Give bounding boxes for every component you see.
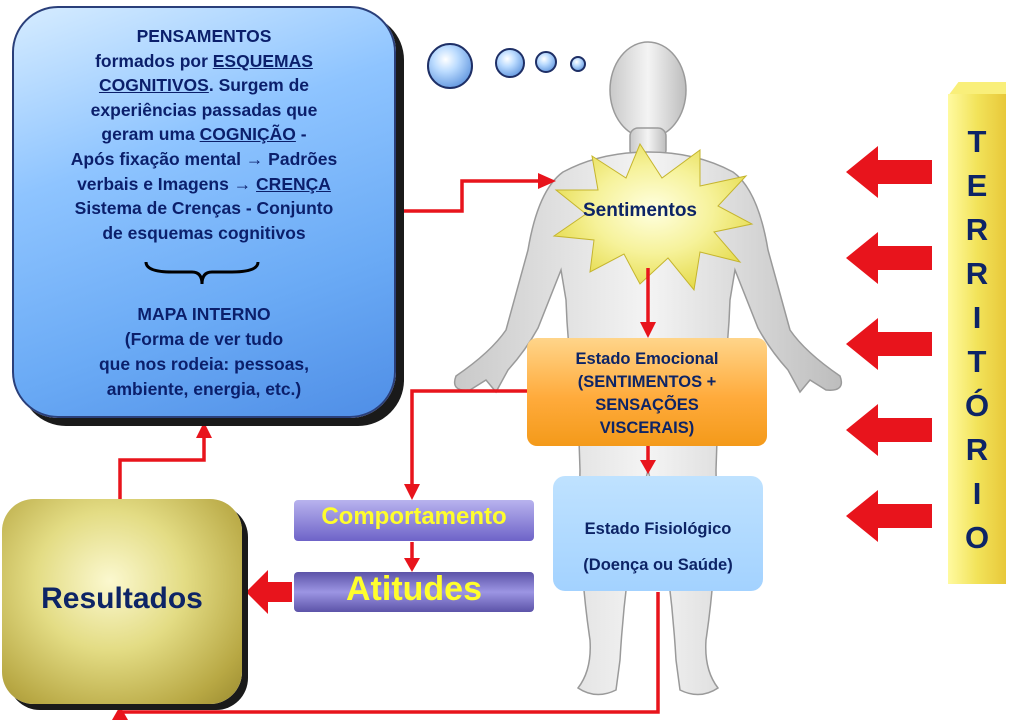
- territorio-letter: R: [965, 212, 989, 247]
- estado-emocional-box: [527, 338, 767, 446]
- pensamentos-line: PENSAMENTOS: [136, 26, 272, 46]
- pensamentos-box: [12, 6, 396, 418]
- territorio-letter: R: [965, 432, 989, 467]
- territorio-letter: Ó: [964, 388, 990, 423]
- comportamento-label: Comportamento: [321, 503, 507, 530]
- territorio-letter: I: [972, 476, 982, 511]
- mapa-line: que nos rodeia: pessoas,: [98, 354, 310, 374]
- thought-bubble-large: [427, 43, 473, 89]
- mapa-line: ambiente, energia, etc.): [106, 379, 302, 399]
- curly-brace-icon: [144, 261, 260, 285]
- crenca-term: CRENÇA: [256, 173, 331, 194]
- pensamentos-line: Após fixação mental → Padrões: [70, 148, 338, 169]
- estado-fisiologico-title: Estado Fisiológico: [584, 520, 732, 538]
- mapa-line: (Forma de ver tudo: [124, 329, 284, 349]
- mapa-interno-text: MAPA INTERNO (Forma de ver tudo que nos …: [22, 302, 386, 402]
- pensamentos-line: Sistema de Crenças - Conjunto: [74, 198, 334, 219]
- emocional-line: Estado Emocional: [575, 350, 719, 368]
- pensamentos-line: formados por: [95, 50, 213, 71]
- territorio-letter: R: [965, 256, 989, 291]
- emocional-line: VISCERAIS): [599, 419, 695, 437]
- territorio-letter: T: [967, 344, 987, 379]
- estado-emocional-text: Estado Emocional (SENTIMENTOS + SENSAÇÕE…: [527, 348, 767, 440]
- pensamentos-line: verbais e Imagens →: [77, 173, 257, 194]
- estado-fisiologico-subtitle: (Doença ou Saúde): [583, 556, 733, 574]
- thought-bubble-medium: [495, 48, 525, 78]
- territorio-letter: T: [967, 124, 987, 159]
- estado-fisiologico-box: [553, 476, 763, 591]
- territorio-letter: I: [972, 300, 982, 335]
- comportamento-box: [294, 500, 534, 541]
- resultados-box: [2, 499, 242, 704]
- territorio-bar-top: [948, 82, 1006, 96]
- emocional-line: SENSAÇÕES: [595, 396, 699, 414]
- emocional-line: (SENTIMENTOS +: [577, 373, 717, 391]
- pensamentos-text: PENSAMENTOS formados por ESQUEMAS COGNIT…: [22, 24, 386, 245]
- territorio-bar: [948, 94, 1006, 584]
- pensamentos-line: geram uma: [101, 124, 200, 145]
- cognitivos-term: COGNITIVOS: [98, 75, 209, 96]
- sentimentos-starburst: [552, 142, 754, 292]
- territorio-letter: O: [964, 520, 990, 555]
- pensamentos-line: experiências passadas que: [90, 99, 318, 120]
- sentimentos-label: Sentimentos: [582, 200, 698, 221]
- pensamentos-line: . Surgem de: [208, 75, 310, 96]
- mapa-line: MAPA INTERNO: [137, 304, 271, 324]
- atitudes-to-resultados-arrow: [246, 570, 292, 614]
- thought-bubble-small: [535, 51, 557, 73]
- thought-bubble-tiny: [570, 56, 586, 72]
- resultados-label: Resultados: [41, 582, 203, 615]
- cognicao-term: COGNIÇÃO: [199, 124, 296, 145]
- pensamentos-line: de esquemas cognitivos: [102, 222, 306, 243]
- territorio-arrows: [846, 146, 932, 542]
- arrowheads: [112, 173, 656, 720]
- pensamentos-line: -: [295, 124, 307, 145]
- atitudes-label: Atitudes: [346, 570, 482, 608]
- atitudes-box: [294, 572, 534, 612]
- esquemas-term: ESQUEMAS: [212, 50, 313, 71]
- territorio-letter: E: [966, 168, 988, 203]
